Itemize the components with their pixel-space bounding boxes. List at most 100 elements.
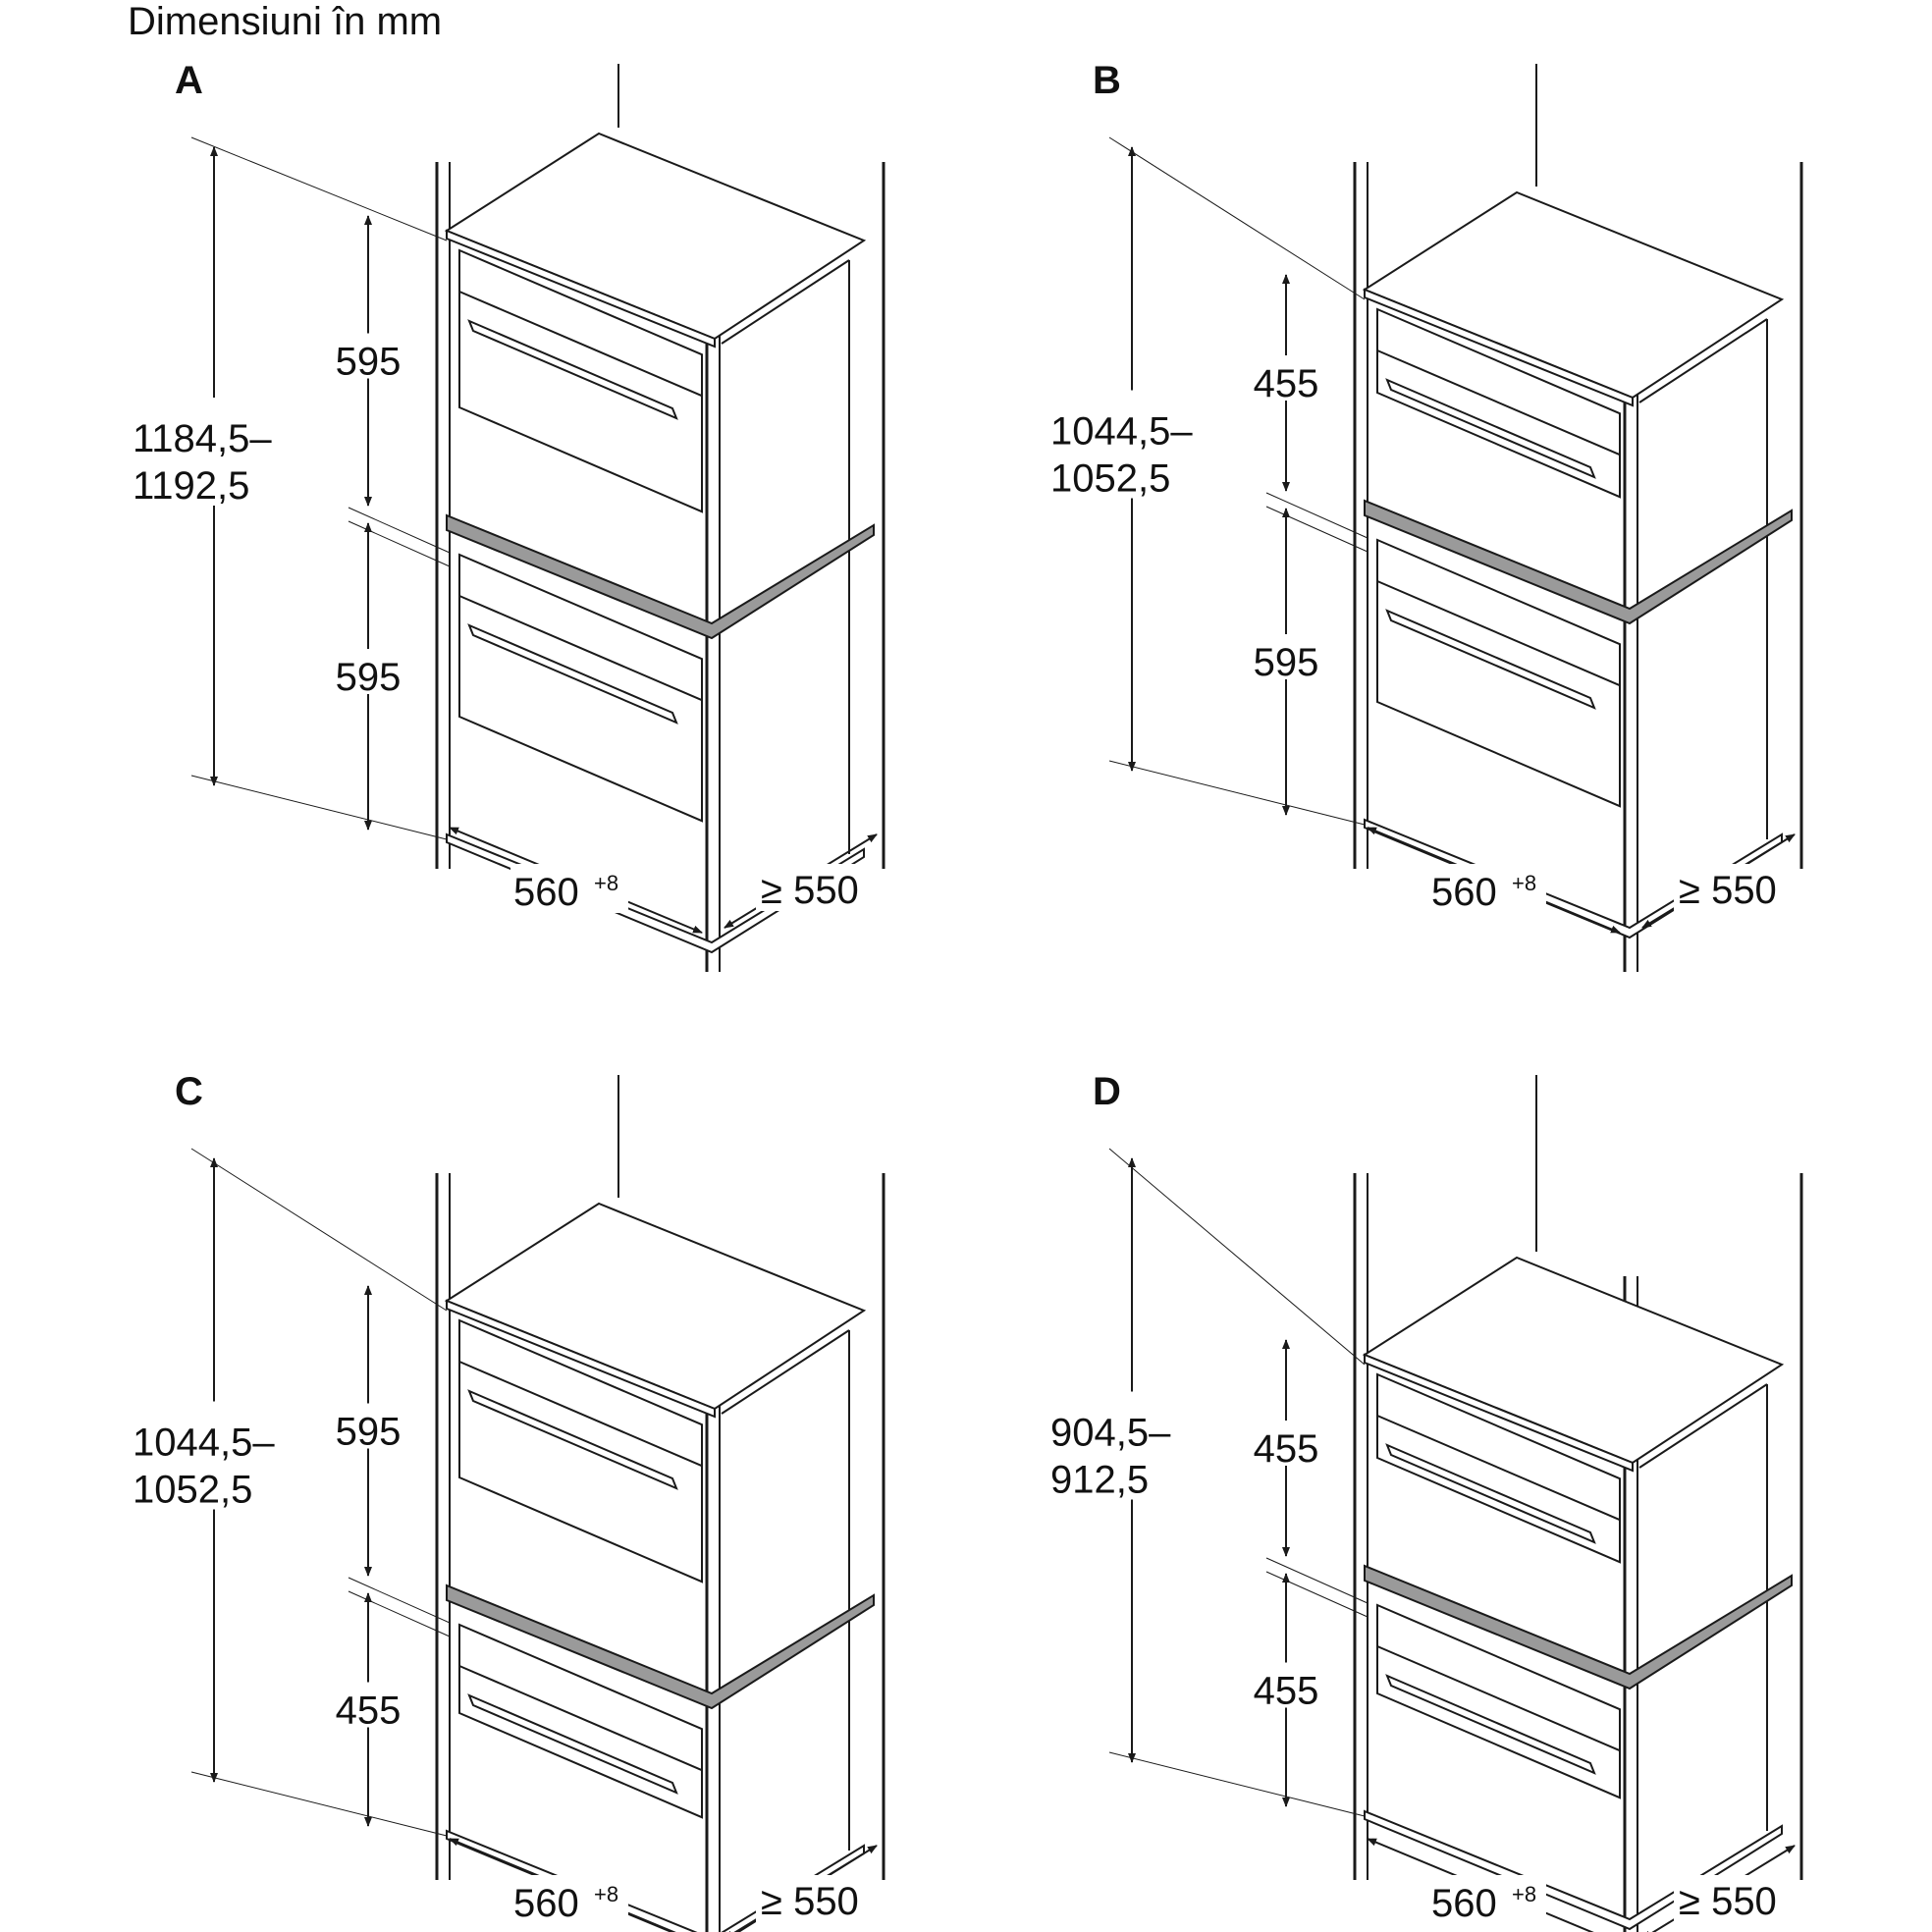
- cabinet-top-edge: [446, 229, 716, 349]
- lower-height-label-bg: [1242, 634, 1330, 679]
- extension-line-bottom: [1108, 1751, 1366, 1817]
- width-tolerance-label: +8: [1512, 871, 1536, 895]
- width-label: 560: [513, 871, 579, 914]
- width-tolerance-label: +8: [594, 1882, 618, 1906]
- panel-a: 1184,5–1192,5 595 595 560 +8 ≥ 550 A: [128, 59, 886, 972]
- upper-height-label: 595: [336, 1411, 402, 1454]
- width-tolerance-label: +8: [1512, 1882, 1536, 1906]
- upper-height-label-bg: [1242, 355, 1330, 401]
- oven-handle-upper: [1385, 378, 1596, 479]
- upper-height-label: 455: [1254, 362, 1319, 405]
- oven-handle-lower: [1385, 609, 1596, 710]
- extension-line-middle-2: [1265, 1571, 1368, 1618]
- oven-handle-lower: [467, 1693, 678, 1795]
- cabinet-side-top: [721, 1329, 850, 1415]
- upper-height-label: 455: [1254, 1427, 1319, 1471]
- depth-label-bg: [756, 864, 879, 911]
- width-label-bg: [1428, 864, 1546, 913]
- intermediate-shelf: [1364, 499, 1793, 625]
- oven-front-upper: [458, 1318, 703, 1583]
- width-label: 560: [513, 1882, 579, 1925]
- extension-line-bottom: [190, 1771, 448, 1837]
- panel-label: B: [1093, 59, 1121, 102]
- total-height-line1: 1044,5–: [1050, 410, 1193, 454]
- total-height-line1: 904,5–: [1050, 1412, 1171, 1455]
- extension-line-bottom: [190, 775, 448, 840]
- depth-label: ≥ 550: [1679, 869, 1777, 912]
- depth-label: ≥ 550: [761, 869, 859, 912]
- oven-control-panel-upper: [1376, 349, 1621, 456]
- oven-control-panel-upper: [458, 1361, 703, 1468]
- cabinet-top-edge: [446, 1299, 716, 1419]
- oven-control-panel-lower: [458, 595, 703, 702]
- total-height-line2: 1192,5: [133, 464, 249, 508]
- lower-height-label: 455: [336, 1690, 402, 1733]
- width-label: 560: [1431, 1882, 1497, 1925]
- width-tolerance-label: +8: [594, 871, 618, 895]
- width-label: 560: [1431, 871, 1497, 914]
- cabinet-top-edge: [1364, 288, 1634, 407]
- total-height-label-bg: [128, 1401, 304, 1510]
- upper-height-label: 595: [336, 341, 402, 384]
- panel-c: 1044,5–1052,5 595 455 560 +8 ≥ 550 C: [128, 1070, 886, 1932]
- extension-line-top: [190, 136, 448, 242]
- width-label-bg: [510, 864, 628, 913]
- total-height-label-bg: [1046, 1391, 1222, 1500]
- width-label-bg: [1428, 1875, 1546, 1924]
- extension-line-top: [190, 1148, 448, 1312]
- lower-height-label-bg: [1242, 1662, 1330, 1708]
- total-height-line2: 1052,5: [1050, 457, 1170, 501]
- oven-front-upper: [458, 248, 703, 513]
- depth-label-bg: [1674, 1875, 1797, 1922]
- depth-label-bg: [1674, 864, 1797, 911]
- depth-label: ≥ 550: [761, 1880, 859, 1923]
- oven-control-panel-upper: [1376, 1415, 1621, 1522]
- cabinet-side-top: [1638, 1383, 1768, 1469]
- lower-height-label: 455: [1254, 1670, 1319, 1713]
- oven-control-panel-upper: [458, 291, 703, 398]
- intermediate-shelf: [1364, 1564, 1793, 1690]
- depth-label-bg: [756, 1875, 879, 1922]
- upper-height-label-bg: [324, 1403, 412, 1449]
- oven-handle-upper: [467, 319, 678, 420]
- page-title: Dimensiuni în mm: [128, 0, 443, 43]
- extension-line-middle-1: [1265, 492, 1368, 539]
- upper-height-label-bg: [1242, 1421, 1330, 1466]
- total-height-line2: 1052,5: [133, 1469, 252, 1512]
- extension-line-bottom: [1108, 760, 1366, 826]
- depth-label: ≥ 550: [1679, 1880, 1777, 1923]
- oven-control-panel-lower: [1376, 580, 1621, 687]
- extension-line-middle-1: [348, 507, 451, 554]
- extension-line-middle-2: [348, 520, 451, 567]
- cabinet-side-top: [721, 259, 850, 345]
- intermediate-shelf: [446, 1583, 875, 1710]
- total-height-line1: 1044,5–: [133, 1422, 275, 1465]
- extension-line-top: [1108, 1148, 1366, 1366]
- panel-label: A: [175, 59, 203, 102]
- upper-height-label-bg: [324, 333, 412, 379]
- lower-height-label-bg: [324, 649, 412, 694]
- extension-line-middle-2: [348, 1590, 451, 1637]
- cabinet-top-edge: [1364, 1353, 1634, 1473]
- extension-line-top: [1108, 136, 1366, 300]
- panel-label: C: [175, 1070, 203, 1113]
- oven-handle-lower: [467, 623, 678, 724]
- lower-height-label: 595: [336, 656, 402, 699]
- oven-front-lower: [458, 553, 703, 823]
- oven-control-panel-lower: [1376, 1645, 1621, 1752]
- oven-control-panel-lower: [458, 1665, 703, 1772]
- total-height-label-bg: [1046, 390, 1222, 499]
- lower-height-label-bg: [324, 1682, 412, 1728]
- cabinet-side-top: [1638, 318, 1768, 403]
- oven-handle-upper: [467, 1389, 678, 1490]
- lower-height-label: 595: [1254, 641, 1319, 684]
- total-height-label-bg: [128, 398, 304, 506]
- oven-front-lower: [1376, 538, 1621, 808]
- panel-label: D: [1093, 1070, 1121, 1113]
- extension-line-middle-1: [348, 1577, 451, 1624]
- width-label-bg: [510, 1875, 628, 1924]
- extension-line-middle-2: [1265, 506, 1368, 553]
- total-height-line1: 1184,5–: [133, 417, 272, 460]
